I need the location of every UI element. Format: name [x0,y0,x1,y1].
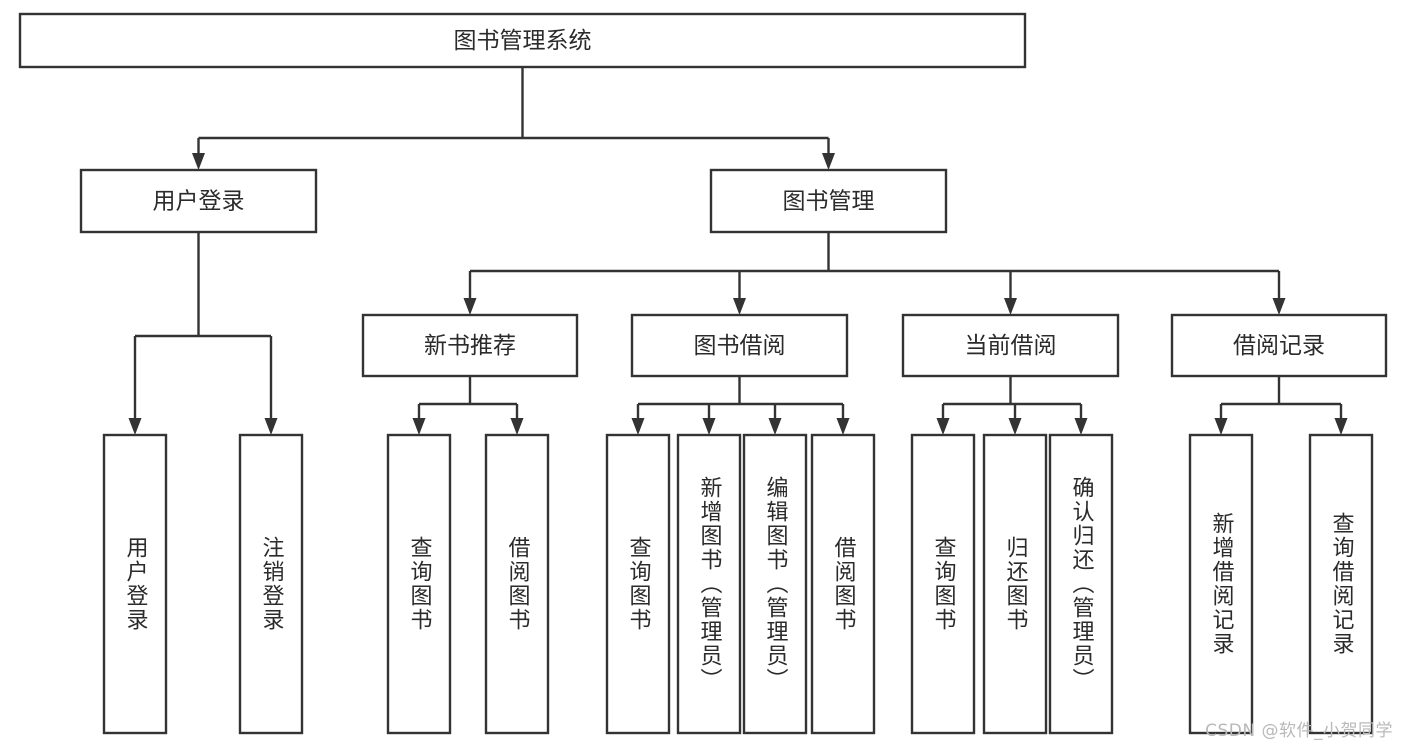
node-box-leaf-cur-query-book[interactable] [910,433,976,735]
connector-conn-new-book-rec [412,376,524,435]
node-label-book-manage: 图书管理 [783,189,875,215]
connector-conn-book-manage [463,232,1286,315]
arrow-head-leaf-rec-query-record [1334,418,1348,435]
node-box-leaf-rec-add-record[interactable] [1188,433,1254,735]
node-label-book-borrow: 图书借阅 [694,333,786,359]
arrow-head-user-login [192,153,205,170]
node-box-leaf-borrow-query-book[interactable] [605,433,671,735]
node-label-new-book-rec: 新书推荐 [424,333,516,359]
node-label-root: 图书管理系统 [454,28,592,54]
arrow-head-leaf-rec-borrow-book [510,418,524,435]
node-label-current-borrow: 当前借阅 [965,333,1057,359]
node-label-user-login: 用户登录 [153,189,245,215]
arrow-head-leaf-borrow-borrow-book [836,418,850,435]
node-box-book-manage[interactable] [709,168,948,234]
arrow-head-leaf-logout-login [264,418,278,435]
arrow-head-leaf-cur-query-book [936,418,950,435]
arrow-head-leaf-cur-confirm-return [1074,418,1088,435]
node-box-user-login[interactable] [79,168,318,234]
node-box-leaf-borrow-edit-book[interactable] [742,433,808,735]
node-label-borrow-record: 借阅记录 [1233,333,1325,359]
watermark-text: CSDN @软件_小贺同学 [1205,721,1393,741]
node-box-current-borrow[interactable] [901,313,1120,378]
connector-conn-borrow-record [1214,376,1348,435]
arrow-head-leaf-borrow-query-book [631,418,645,435]
arrow-head-borrow-record [1272,298,1286,315]
node-box-leaf-rec-query-book[interactable] [386,433,452,735]
arrow-head-leaf-cur-return-book [1008,418,1022,435]
connector-conn-user-login [128,232,278,435]
connector-conn-current-borrow [936,376,1088,435]
node-box-leaf-cur-confirm-return[interactable] [1048,433,1114,735]
arrow-head-leaf-user-login [128,418,142,435]
arrow-head-book-manage [822,153,835,170]
node-box-book-borrow[interactable] [630,313,849,378]
arrow-head-leaf-rec-add-record [1214,418,1228,435]
arrow-head-leaf-borrow-edit-book [768,418,782,435]
connector-conn-book-borrow [631,376,850,435]
node-box-leaf-logout-login[interactable] [238,433,304,735]
node-boxes-layer [18,12,1388,735]
node-box-root[interactable] [18,12,1027,69]
arrow-head-current-borrow [1004,298,1017,315]
node-box-borrow-record[interactable] [1170,313,1388,378]
node-box-leaf-cur-return-book[interactable] [982,433,1048,735]
arrow-head-new-book-rec [463,298,477,315]
node-box-leaf-user-login[interactable] [102,433,168,735]
arrow-head-book-borrow [733,298,746,315]
arrow-head-leaf-rec-query-book [412,418,426,435]
node-box-leaf-rec-borrow-book[interactable] [484,433,550,735]
arrow-head-leaf-borrow-add-book [702,418,716,435]
connector-conn-root [192,67,835,170]
node-box-leaf-borrow-add-book[interactable] [676,433,742,735]
node-box-leaf-borrow-borrow-book[interactable] [810,433,876,735]
node-box-leaf-rec-query-record[interactable] [1308,433,1374,735]
connectors-layer [128,67,1348,435]
node-box-new-book-rec[interactable] [361,313,579,378]
